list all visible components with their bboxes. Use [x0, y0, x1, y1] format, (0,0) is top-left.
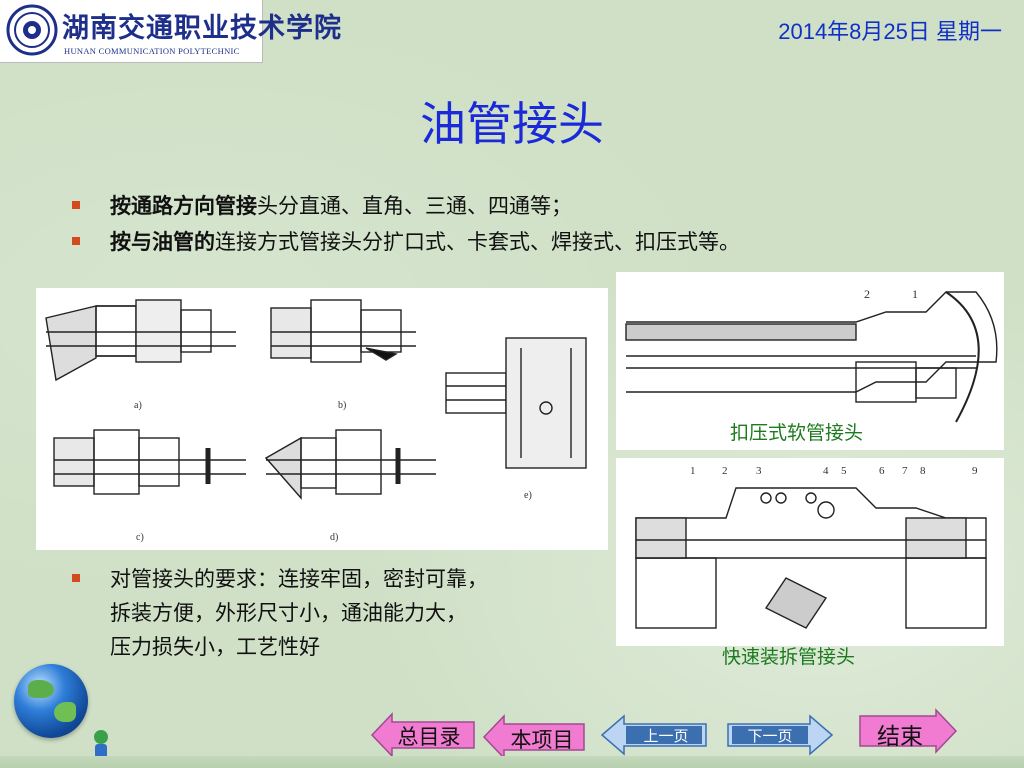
- toc-button[interactable]: 总目录: [370, 712, 476, 758]
- bullet-text: 头分直通、直角、三通、四通等；: [257, 194, 572, 218]
- next-page-label: 下一页: [747, 727, 793, 745]
- toc-arrow-icon: [370, 712, 475, 758]
- bullet-square-icon: [72, 574, 80, 582]
- quick-number-5: 5: [841, 465, 847, 477]
- figure-label-d: d): [330, 532, 338, 543]
- end-label: 结束: [877, 724, 923, 750]
- prev-arrow-icon: [600, 714, 707, 756]
- quick-number-7: 7: [902, 465, 908, 477]
- quick-number-2: 2: [722, 465, 728, 477]
- crimp-fitting-caption: 扣压式软管接头: [730, 422, 864, 444]
- quick-coupling-caption: 快速装拆管接头: [722, 646, 856, 668]
- school-seal-icon: [6, 4, 58, 56]
- requirement-line: 压力损失小，工艺性好: [110, 635, 320, 659]
- fitting-types-drawing: a) b) c) d) e): [45, 299, 587, 543]
- prev-page-button[interactable]: 上一页: [600, 714, 708, 756]
- bullet-text: 连接方式管接头分扩口式、卡套式、焊接式、扣压式等。: [215, 230, 740, 254]
- end-button[interactable]: 结束: [858, 708, 958, 754]
- requirement-line: 对管接头的要求：连接牢固，密封可靠，: [110, 567, 488, 591]
- fitting-types-figure: a) b) c) d) e): [36, 288, 608, 550]
- crimp-number-2: 2: [864, 287, 870, 301]
- quick-number-9: 9: [972, 465, 978, 477]
- figure-label-c: c): [136, 532, 144, 543]
- quick-number-6: 6: [879, 465, 885, 477]
- page-title: 油管接头: [420, 97, 604, 151]
- next-page-button[interactable]: 下一页: [726, 714, 834, 756]
- crimp-number-1: 1: [912, 287, 918, 301]
- requirement-line: 拆装方便，外形尺寸小，通油能力大，: [110, 601, 467, 625]
- quick-coupling-drawing: 1 2 3 4 5 6 7 8 9: [635, 465, 987, 629]
- bullet-item: 按与油管的连接方式管接头分扩口式、卡套式、焊接式、扣压式等。: [72, 224, 740, 260]
- project-button[interactable]: 本项目: [482, 714, 586, 760]
- bullet-bold-text: 按通路方向管接: [110, 194, 257, 218]
- slide-date: 2014年8月25日 星期一: [778, 19, 1002, 44]
- quick-number-8: 8: [920, 465, 926, 477]
- bullet-square-icon: [72, 237, 80, 245]
- requirements-bullet: 对管接头的要求：连接牢固，密封可靠， 拆装方便，外形尺寸小，通油能力大， 压力损…: [72, 562, 630, 664]
- figure-label-b: b): [338, 400, 346, 411]
- next-arrow-icon: [727, 714, 834, 756]
- figure-label-e: e): [524, 490, 532, 501]
- bullet-square-icon: [72, 201, 80, 209]
- logo-english-name: HUNAN COMMUNICATION POLYTECHNIC: [64, 46, 240, 56]
- crimp-hose-fitting-figure: 2 1: [616, 272, 1004, 450]
- prev-page-label: 上一页: [643, 727, 689, 745]
- quick-number-3: 3: [756, 465, 762, 477]
- quick-number-1: 1: [690, 465, 696, 477]
- logo-chinese-name: 湖南交通职业技术学院: [62, 13, 342, 44]
- toc-label: 总目录: [397, 725, 461, 749]
- bullet-item: 按通路方向管接头分直通、直角、三通、四通等；: [72, 188, 740, 224]
- quick-coupling-figure: 1 2 3 4 5 6 7 8 9: [616, 458, 1004, 646]
- globe-icon: [14, 664, 88, 738]
- bullet-bold-text: 按与油管的: [110, 230, 215, 254]
- project-label: 本项目: [510, 728, 574, 752]
- bottom-strip: [0, 756, 1024, 768]
- bullet-list: 按通路方向管接头分直通、直角、三通、四通等； 按与油管的连接方式管接头分扩口式、…: [72, 188, 740, 260]
- quick-number-4: 4: [823, 465, 829, 477]
- end-arrow-icon: [859, 708, 958, 754]
- figure-label-a: a): [134, 400, 142, 411]
- crimp-hose-fitting-drawing: 2 1: [625, 287, 998, 423]
- school-logo: 湖南交通职业技术学院 HUNAN COMMUNICATION POLYTECHN…: [0, 0, 341, 63]
